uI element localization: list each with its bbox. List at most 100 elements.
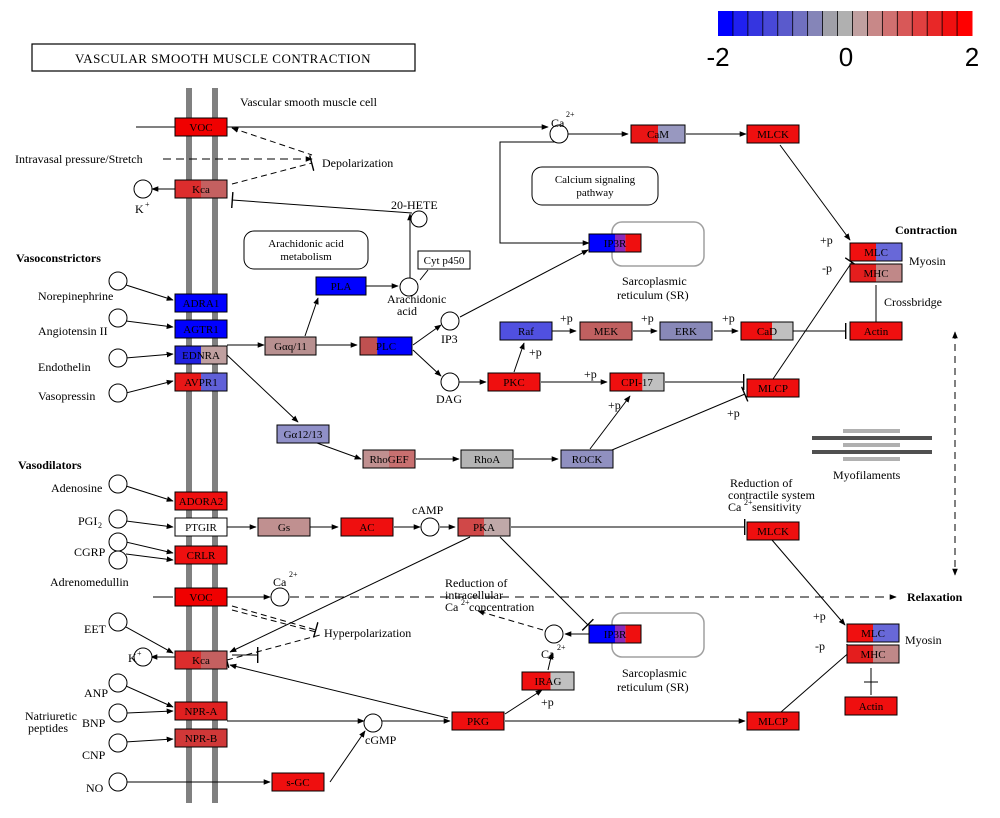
gene-mlc-low[interactable]: MLC (846, 623, 900, 643)
gene-color-segment (522, 672, 551, 690)
legend-swatch (897, 11, 913, 36)
compound-camp[interactable] (420, 517, 440, 537)
gene-nprb[interactable]: NPR-B (174, 728, 228, 748)
gene-mlck-top[interactable]: MLCK (746, 124, 800, 144)
plus-p-mlc-top: +p (820, 233, 833, 247)
gene-cam[interactable]: CaM (630, 124, 686, 144)
gene-voc-top[interactable]: VOC (174, 117, 228, 137)
gene-adra1[interactable]: ADRA1 (174, 293, 228, 313)
gene-color-segment (175, 118, 227, 136)
gene-actin-top[interactable]: Actin (849, 321, 903, 341)
gene-crlr[interactable]: CRLR (174, 545, 228, 565)
cell-membrane (186, 88, 218, 803)
gene-color-segment (488, 373, 540, 391)
gene-border (846, 623, 900, 643)
gene-kca-low[interactable]: Kca (174, 650, 228, 670)
gene-ac[interactable]: AC (340, 517, 394, 537)
gene-gq11[interactable]: Gαq/11 (264, 336, 317, 356)
legend-swatch (718, 11, 734, 36)
gene-rhoa[interactable]: RhoA (460, 449, 514, 469)
k-charge-low: + (137, 649, 142, 658)
sr-top-label-1: Sarcoplasmic (622, 274, 687, 288)
gene-color-segment (850, 243, 876, 261)
compound-20-hete[interactable] (410, 210, 428, 228)
gene-color-segment (175, 373, 201, 391)
compound-cnp[interactable] (108, 733, 128, 753)
gene-voc-low[interactable]: VOC (174, 587, 228, 607)
gene-mhc-low[interactable]: MHC (846, 644, 900, 664)
gene-agtr1[interactable]: AGTR1 (174, 319, 228, 339)
compound-k-low[interactable] (133, 647, 153, 667)
gene-border (746, 378, 800, 398)
gene-border (174, 517, 228, 537)
arachidonic-metabolism-map[interactable]: Arachidonic acid metabolism (243, 230, 369, 270)
gene-kca-top[interactable]: Kca (174, 179, 228, 199)
compound-adrenomedullin[interactable] (108, 550, 128, 570)
gene-pkc[interactable]: PKC (487, 372, 541, 392)
gene-ip3r-top[interactable]: IP3R (588, 233, 642, 253)
compound-no[interactable] (108, 772, 128, 792)
compound-cgmp[interactable] (363, 713, 383, 733)
gene-pla[interactable]: PLA (315, 276, 367, 296)
gene-pkg[interactable]: PKG (451, 711, 505, 731)
compound-k-top[interactable] (133, 179, 153, 199)
compound-vasopressin[interactable] (108, 383, 128, 403)
gene-mlcp-top[interactable]: MLCP (746, 378, 800, 398)
gene-mlc-top[interactable]: MLC (849, 242, 903, 262)
gene-cad[interactable]: CaD (740, 321, 794, 341)
calcium-signaling-map[interactable]: Calcium signaling pathway (531, 166, 659, 206)
compound-pgi2[interactable] (108, 509, 128, 529)
gene-rock[interactable]: ROCK (560, 449, 614, 469)
gene-plc[interactable]: PLC (359, 336, 413, 356)
gene-border (174, 650, 228, 670)
compound-ca-top[interactable] (549, 124, 569, 144)
gene-border (362, 449, 416, 469)
compound-angiotensin[interactable] (108, 308, 128, 328)
compound-dag[interactable] (440, 372, 460, 392)
gene-mhc-top[interactable]: MHC (849, 263, 903, 283)
gene-label: MLCK (757, 526, 789, 538)
pathway-edges (125, 124, 958, 785)
compound-ca-mid[interactable] (270, 587, 290, 607)
compound-cgrp[interactable] (108, 532, 128, 552)
compound-norepinephrine[interactable] (108, 271, 128, 291)
compound-bnp[interactable] (108, 703, 128, 723)
gene-npra[interactable]: NPR-A (174, 701, 228, 721)
gene-label: VOC (189, 122, 212, 134)
compound-adenosine[interactable] (108, 474, 128, 494)
ca-charge-mid: 2+ (289, 570, 298, 579)
compound-anp[interactable] (108, 673, 128, 693)
gene-color-segment (876, 243, 902, 261)
gene-color-segment (876, 264, 902, 282)
gene-label: NPR-B (185, 733, 217, 745)
compound-ca-low[interactable] (544, 624, 564, 644)
gene-gs[interactable]: Gs (257, 517, 311, 537)
gene-color-segment (642, 373, 664, 391)
gene-label: IRAG (535, 676, 562, 688)
gene-adora2[interactable]: ADORA2 (174, 491, 228, 511)
gene-sgc[interactable]: s-GC (271, 772, 325, 792)
compound-ip3[interactable] (440, 311, 460, 331)
gene-g1213[interactable]: Gα12/13 (276, 424, 330, 444)
gene-avpr1[interactable]: AVPR1 (174, 372, 228, 392)
gene-mek[interactable]: MEK (579, 321, 633, 341)
gene-mlck-low[interactable]: MLCK (746, 521, 800, 541)
compound-eet[interactable] (108, 612, 128, 632)
gene-irag[interactable]: IRAG (521, 671, 575, 691)
gene-ptgir[interactable]: PTGIR (174, 517, 228, 537)
compound-arachidonic-acid[interactable] (399, 277, 419, 297)
gene-label: Kca (192, 184, 210, 196)
gene-erk[interactable]: ERK (659, 321, 713, 341)
gene-mlcp-low[interactable]: MLCP (746, 711, 800, 731)
gene-ednra[interactable]: EDNRA (174, 345, 228, 365)
gene-color-segment (847, 645, 873, 663)
gene-actin-low[interactable]: Actin (844, 696, 898, 716)
gene-pka[interactable]: PKA (457, 517, 511, 537)
gene-label: PTGIR (185, 522, 217, 534)
adrenomedullin-label: Adrenomedullin (50, 575, 129, 589)
gene-cpi17[interactable]: CPI-17 (609, 372, 665, 392)
gene-raf[interactable]: Raf (499, 321, 553, 341)
gene-rhogef[interactable]: RhoGEF (362, 449, 416, 469)
compound-endothelin[interactable] (108, 348, 128, 368)
gene-ip3r-low[interactable]: IP3R (588, 624, 642, 644)
